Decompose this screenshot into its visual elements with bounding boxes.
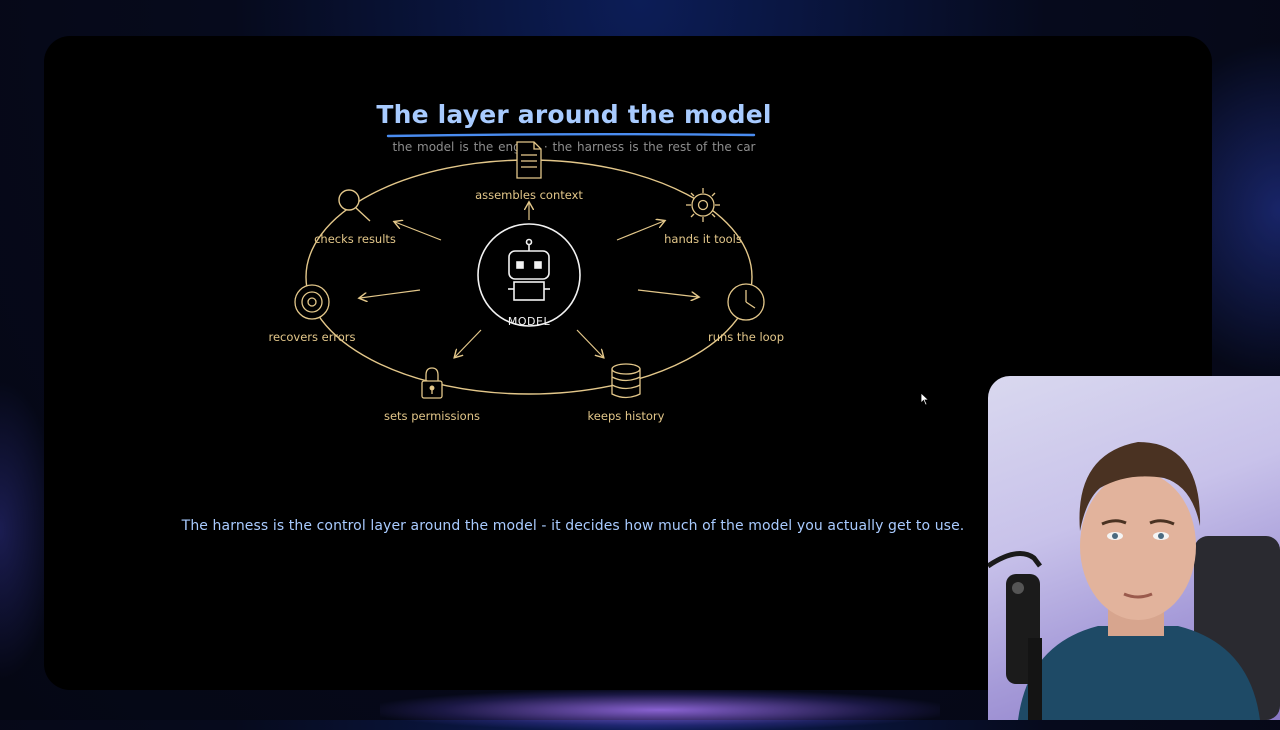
gear-icon — [686, 188, 720, 222]
robot-icon — [508, 238, 550, 301]
document-icon — [516, 141, 542, 179]
node-keeps-history[interactable]: keeps history — [588, 363, 665, 423]
presenter-video — [988, 442, 1280, 720]
arrow-history — [576, 329, 603, 357]
node-assembles-context[interactable]: assembles context — [475, 141, 583, 202]
node-label-results: checks results — [314, 232, 396, 246]
node-label-history: keeps history — [588, 409, 665, 423]
node-label-assembles: assembles context — [475, 188, 583, 202]
slide-subtitle: the model is the engine · the harness is… — [392, 140, 756, 154]
model-center[interactable]: MODEL — [477, 223, 581, 328]
node-label-permissions: sets permissions — [384, 409, 480, 423]
slide-title: The layer around the model — [376, 100, 772, 129]
target-icon — [294, 284, 330, 320]
node-label-tools: hands it tools — [664, 232, 742, 246]
presenter-webcam — [988, 376, 1280, 720]
magnifier-icon — [338, 189, 371, 222]
arrow-permissions — [455, 329, 482, 357]
arrow-tools — [616, 221, 664, 241]
mouse-cursor-icon — [920, 392, 930, 406]
title-underline — [386, 133, 756, 138]
arrow-loop — [637, 289, 698, 297]
node-label-errors: recovers errors — [269, 330, 356, 344]
node-recovers-errors[interactable]: recovers errors — [269, 284, 356, 344]
slide-caption: The harness is the control layer around … — [181, 518, 965, 534]
clock-icon — [727, 283, 765, 321]
node-hands-tools[interactable]: hands it tools — [664, 188, 742, 246]
database-icon — [611, 363, 641, 399]
lock-icon — [421, 367, 443, 399]
node-sets-permissions[interactable]: sets permissions — [384, 367, 480, 423]
node-checks-results[interactable]: checks results — [314, 189, 396, 246]
node-label-loop: runs the loop — [708, 330, 784, 344]
arrow-errors — [360, 289, 421, 298]
model-label: MODEL — [508, 315, 551, 328]
arrows — [360, 203, 698, 357]
arrow-results — [395, 222, 442, 241]
node-runs-loop[interactable]: runs the loop — [708, 283, 784, 344]
